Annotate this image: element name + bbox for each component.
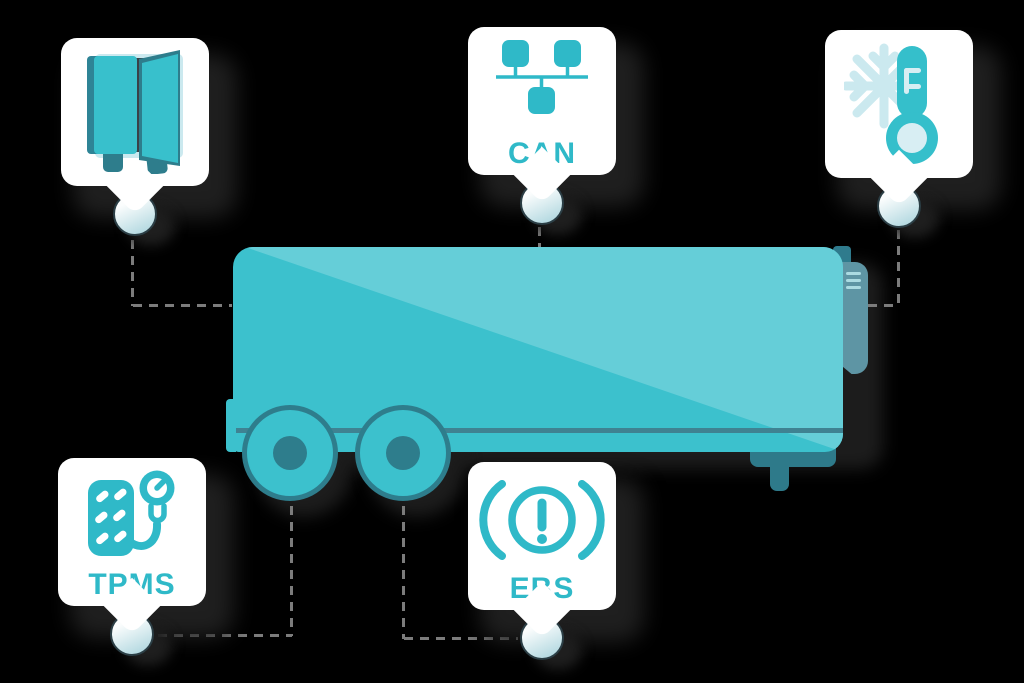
vent-line	[846, 279, 861, 282]
callout-doors	[61, 38, 209, 246]
wheel-hub	[386, 436, 420, 470]
vent-line	[846, 286, 861, 289]
support-leg	[770, 465, 789, 491]
refrigeration-unit	[838, 262, 868, 374]
connector-tpms-vertical	[290, 506, 293, 636]
trailer-wheel-rear	[355, 405, 451, 501]
brake-warning-icon	[468, 472, 616, 568]
callout-tpms: TPMS	[58, 458, 206, 666]
callout-box	[825, 30, 973, 178]
connector-ebs-vertical	[402, 506, 405, 639]
tire-pressure-gauge-icon	[58, 468, 206, 564]
front-lower-rail	[226, 399, 236, 452]
can-bus-network-icon	[468, 37, 616, 119]
connector-doors-vertical	[131, 240, 134, 306]
wheel-hub	[273, 436, 307, 470]
connector-ebs-horizontal	[404, 637, 518, 640]
thermometer-snowflake-icon	[825, 40, 973, 168]
trailer-doors-icon	[61, 48, 209, 174]
callout-box	[61, 38, 209, 186]
chassis-line	[233, 428, 843, 433]
callout-temperature	[825, 30, 973, 238]
connector-doors-horizontal	[133, 304, 232, 307]
connector-temperature-horizontal	[868, 304, 900, 307]
callout-can: CAN	[468, 27, 616, 235]
trailer-wheel-front	[242, 405, 338, 501]
vent-line	[846, 272, 861, 275]
connector-can-vertical	[538, 227, 541, 247]
connector-temperature-vertical	[897, 230, 900, 306]
trailer-body	[233, 247, 843, 452]
connector-tpms-horizontal	[158, 634, 292, 637]
callout-ebs: EBS	[468, 462, 616, 670]
